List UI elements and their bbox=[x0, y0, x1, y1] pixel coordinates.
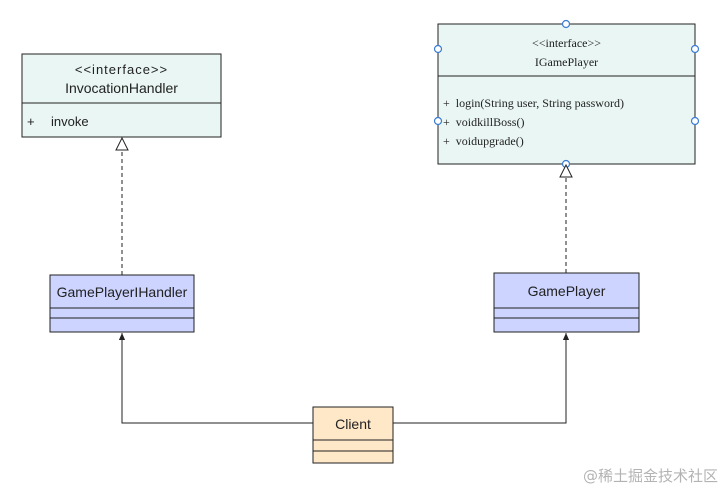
gameplayer-class[interactable]: GamePlayer bbox=[493, 272, 640, 333]
igameplayer-stereotype: <<interface>> bbox=[532, 36, 601, 50]
watermark-text: @稀土掘金技术社区 bbox=[582, 467, 718, 485]
gameplayer-handler-class[interactable]: GamePlayerIHandler bbox=[49, 274, 195, 333]
selection-handle-left-upper[interactable] bbox=[433, 44, 443, 54]
client-name: Client bbox=[335, 416, 371, 432]
login-method: + login(String user, String password) bbox=[443, 96, 624, 110]
invoke-visibility: + bbox=[27, 114, 35, 129]
selection-handle-right-lower[interactable] bbox=[690, 116, 700, 126]
selection-handle-right-upper[interactable] bbox=[690, 44, 700, 54]
gameplayer-handler-name: GamePlayerIHandler bbox=[57, 284, 188, 300]
invocation-handler-interface[interactable]: <<interface>> InvocationHandler + invoke bbox=[21, 53, 222, 138]
invoke-method: invoke bbox=[51, 114, 89, 129]
killboss-method: + voidkillBoss() bbox=[443, 115, 524, 129]
realization-handler-to-invocationhandler[interactable] bbox=[115, 136, 129, 275]
client-class[interactable]: Client bbox=[312, 406, 394, 464]
realization-gameplayer-to-igameplayer[interactable] bbox=[559, 163, 573, 273]
upgrade-method: + voidupgrade() bbox=[443, 134, 524, 148]
selection-handle-top[interactable] bbox=[561, 19, 571, 29]
invocation-handler-stereotype: <<interface>> bbox=[75, 62, 168, 77]
gameplayer-name: GamePlayer bbox=[528, 283, 606, 299]
igameplayer-interface[interactable]: <<interface>> IGamePlayer + login(String… bbox=[433, 19, 700, 169]
invocation-handler-name: InvocationHandler bbox=[65, 80, 178, 96]
association-client-to-gameplayer[interactable] bbox=[393, 333, 570, 424]
association-client-to-handler[interactable] bbox=[118, 333, 313, 424]
selection-handle-left-lower[interactable] bbox=[433, 116, 443, 126]
igameplayer-name: IGamePlayer bbox=[535, 55, 598, 69]
